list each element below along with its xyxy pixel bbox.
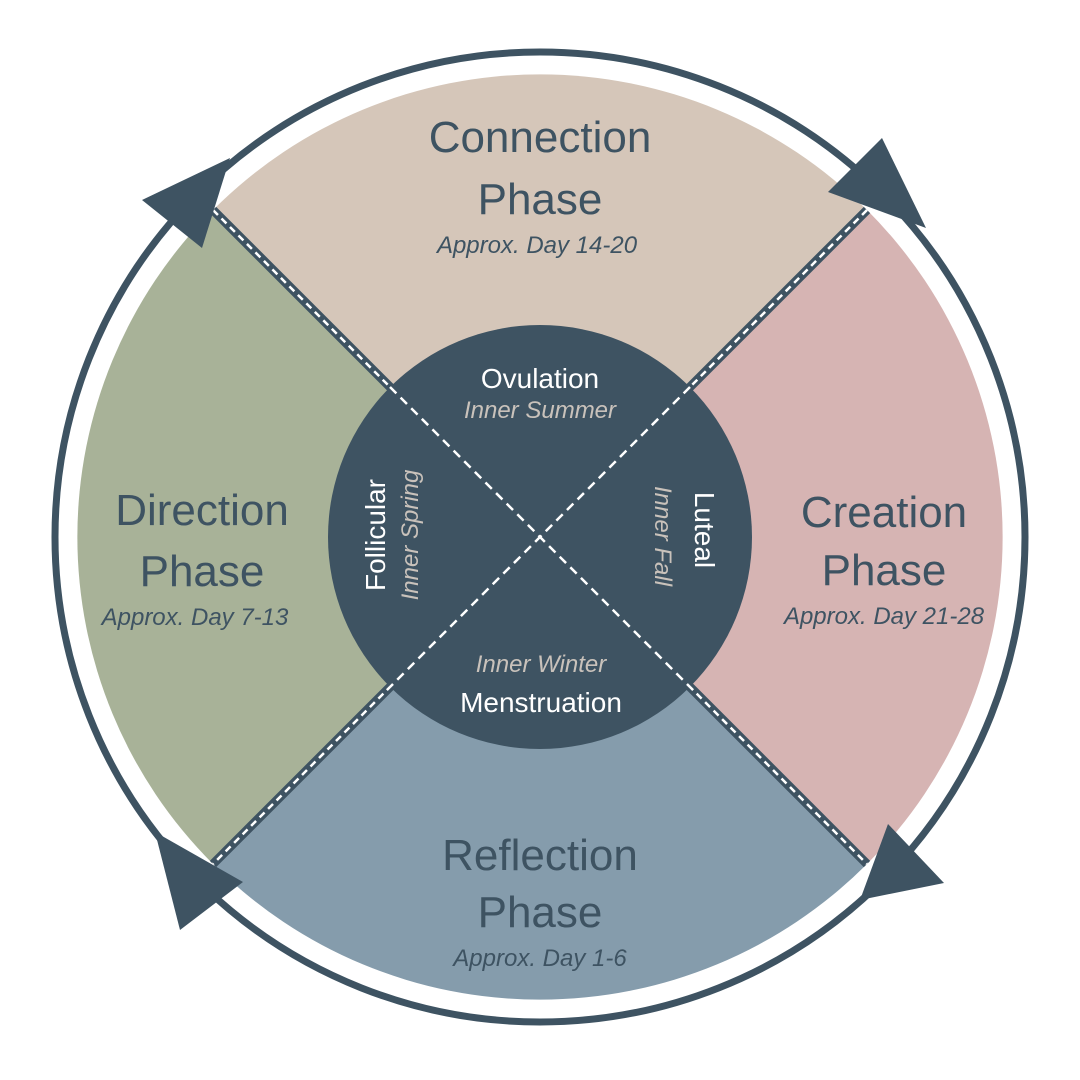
menstruation-label: Inner Winter Menstruation [460,651,622,718]
menstruation-title: Menstruation [460,687,622,718]
reflection-phase-word: Phase [478,888,603,937]
direction-phase-word: Phase [140,547,265,596]
reflection-phase-label: Reflection Phase Approx. Day 1-6 [442,831,638,972]
menstruation-season: Inner Winter [476,651,608,678]
follicular-title: Follicular [360,479,391,591]
ovulation-season: Inner Summer [464,397,617,424]
creation-quadrant [540,210,1003,864]
cycle-arrow-icon [860,824,944,900]
follicular-label: Follicular Inner Spring [360,469,424,600]
connection-quadrant [213,74,867,538]
connection-phase-label: Connection Phase Approx. Day 14-20 [429,113,652,259]
direction-phase-days: Approx. Day 7-13 [100,604,289,631]
creation-phase-days: Approx. Day 21-28 [782,603,985,630]
luteal-title: Luteal [689,492,720,568]
ovulation-label: Ovulation Inner Summer [464,363,617,424]
connection-phase-title: Connection [429,113,652,162]
inner-dividers [389,386,691,688]
connection-phase-word: Phase [478,175,603,224]
direction-phase-title: Direction [115,486,289,535]
cycle-arrow-icon [155,832,243,930]
cycle-arrow-icon [828,138,926,228]
creation-phase-word: Phase [822,546,947,595]
reflection-phase-days: Approx. Day 1-6 [451,945,627,972]
ovulation-title: Ovulation [481,363,599,394]
follicular-season: Inner Spring [397,469,424,600]
cycle-arrow-icon [142,158,230,248]
creation-phase-title: Creation [801,488,967,537]
creation-phase-label: Creation Phase Approx. Day 21-28 [782,488,985,630]
luteal-label: Luteal Inner Fall [649,486,720,587]
reflection-phase-title: Reflection [442,831,638,880]
outer-ring [51,48,1029,1026]
connection-phase-days: Approx. Day 14-20 [435,232,638,259]
direction-phase-label: Direction Phase Approx. Day 7-13 [100,486,289,631]
direction-quadrant [77,210,541,864]
luteal-season: Inner Fall [649,486,676,587]
reflection-quadrant [213,537,867,1000]
cycle-arrows [142,138,944,930]
